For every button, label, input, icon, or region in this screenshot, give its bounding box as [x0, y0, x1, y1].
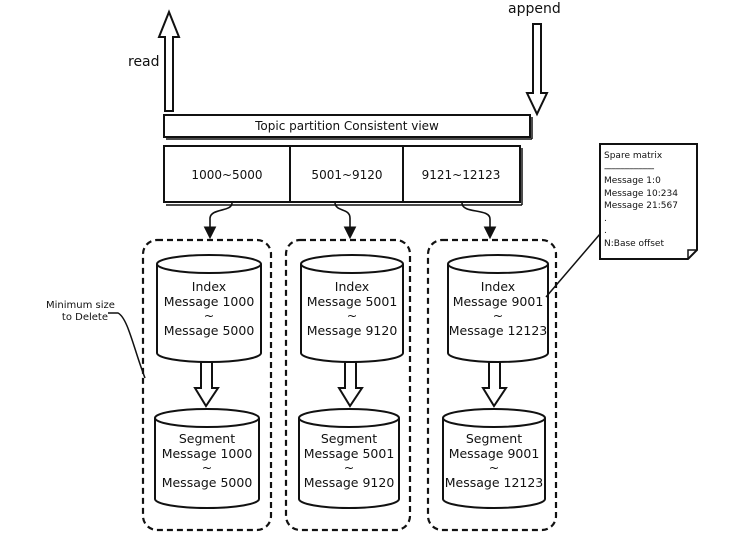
- segment-cylinder-3: [442, 408, 546, 509]
- group-outlines: [141, 238, 558, 532]
- sparse-matrix-box: [599, 143, 698, 260]
- index-from-1: Message 1000: [163, 293, 255, 309]
- matrix-row-2: Message 10:234: [604, 188, 678, 199]
- group-outline-3: [426, 238, 558, 532]
- group-outline-2: [284, 238, 412, 532]
- min-size-line-1: Minimum size: [46, 300, 115, 311]
- topic-partition-bar: [163, 114, 533, 140]
- range-connector-arrows: [203, 202, 497, 240]
- segment-to-2: Message 9120: [303, 474, 395, 490]
- segment-cylinders: [154, 408, 546, 509]
- segment-cylinder-2: [298, 408, 400, 509]
- read-label: read: [128, 54, 160, 70]
- segment-to-3: Message 12123: [444, 474, 544, 490]
- matrix-row-6: N:Base offset: [604, 238, 665, 249]
- range-boxes: [163, 145, 523, 206]
- index-segment-arrow-1: [193, 361, 220, 408]
- index-sep-2: ~: [346, 308, 358, 323]
- index-title-2: Index: [334, 279, 370, 294]
- connector-arrow-3: [461, 202, 497, 240]
- index-from-3: Message 9001: [452, 293, 544, 309]
- matrix-pointer-line: [545, 233, 601, 298]
- read-arrow: [157, 9, 181, 112]
- index-text-3: Index Message 9001 ~ Message 12123: [448, 279, 548, 338]
- index-sep-3: ~: [492, 308, 504, 323]
- matrix-divider: ----------------------: [604, 163, 654, 174]
- min-size-pointer: [108, 312, 146, 379]
- segment-title-3: Segment: [465, 431, 523, 446]
- group-outline-1: [141, 238, 273, 532]
- index-cylinder-2: [300, 254, 404, 363]
- range-label-2: 5001~9120: [311, 168, 383, 182]
- range-box-3: [402, 145, 521, 203]
- segment-from-3: Message 9001: [448, 445, 540, 461]
- segment-sep-1: ~: [201, 460, 213, 475]
- segment-title-1: Segment: [178, 431, 236, 446]
- matrix-title: Spare matrix: [604, 151, 663, 161]
- index-cylinders: [156, 254, 549, 363]
- connector-arrow-1: [203, 202, 233, 240]
- segment-text-1: Segment Message 1000 ~ Message 5000: [161, 431, 253, 490]
- append-arrow: [525, 23, 549, 117]
- segment-text-2: Segment Message 5001 ~ Message 9120: [303, 431, 395, 490]
- sparse-matrix-text: Spare matrix ---------------------- Mess…: [604, 150, 696, 250]
- index-to-1: Message 5000: [163, 322, 255, 338]
- range-label-3: 9121~12123: [421, 168, 501, 182]
- index-segment-arrow-3: [481, 361, 508, 408]
- index-cylinder-3: [447, 254, 549, 363]
- segment-from-2: Message 5001: [303, 445, 395, 461]
- matrix-row-1: Message 1:0: [604, 176, 661, 186]
- segment-text-3: Segment Message 9001 ~ Message 12123: [444, 431, 544, 490]
- segment-cylinder-1: [154, 408, 260, 509]
- connector-arrow-2: [334, 202, 357, 240]
- append-label: append: [508, 1, 561, 17]
- index-title-1: Index: [191, 279, 227, 294]
- range-label-1: 1000~5000: [191, 168, 263, 182]
- min-size-label: Minimum size to Delete: [46, 300, 115, 324]
- segment-sep-2: ~: [343, 460, 355, 475]
- segment-from-1: Message 1000: [161, 445, 253, 461]
- index-from-2: Message 5001: [306, 293, 398, 309]
- matrix-row-3: Message 21:567: [604, 201, 678, 211]
- min-size-line-2: to Delete: [61, 312, 108, 323]
- segment-sep-3: ~: [488, 460, 500, 475]
- index-to-3: Message 12123: [448, 322, 548, 338]
- index-text-2: Index Message 5001 ~ Message 9120: [306, 279, 398, 338]
- index-sep-1: ~: [203, 308, 215, 323]
- topic-partition-title: Topic partition Consistent view: [255, 119, 439, 133]
- matrix-row-5: .: [604, 226, 607, 236]
- index-to-segment-arrows: [193, 361, 508, 408]
- matrix-row-4: .: [604, 213, 607, 224]
- index-cylinder-1: [156, 254, 262, 363]
- index-title-3: Index: [480, 279, 516, 294]
- index-text-1: Index Message 1000 ~ Message 5000: [163, 279, 255, 338]
- segment-title-2: Segment: [320, 431, 378, 446]
- segment-to-1: Message 5000: [161, 474, 253, 490]
- index-segment-arrow-2: [337, 361, 364, 408]
- range-box-1: [163, 145, 291, 203]
- index-to-2: Message 9120: [306, 322, 398, 338]
- range-box-2: [289, 145, 404, 203]
